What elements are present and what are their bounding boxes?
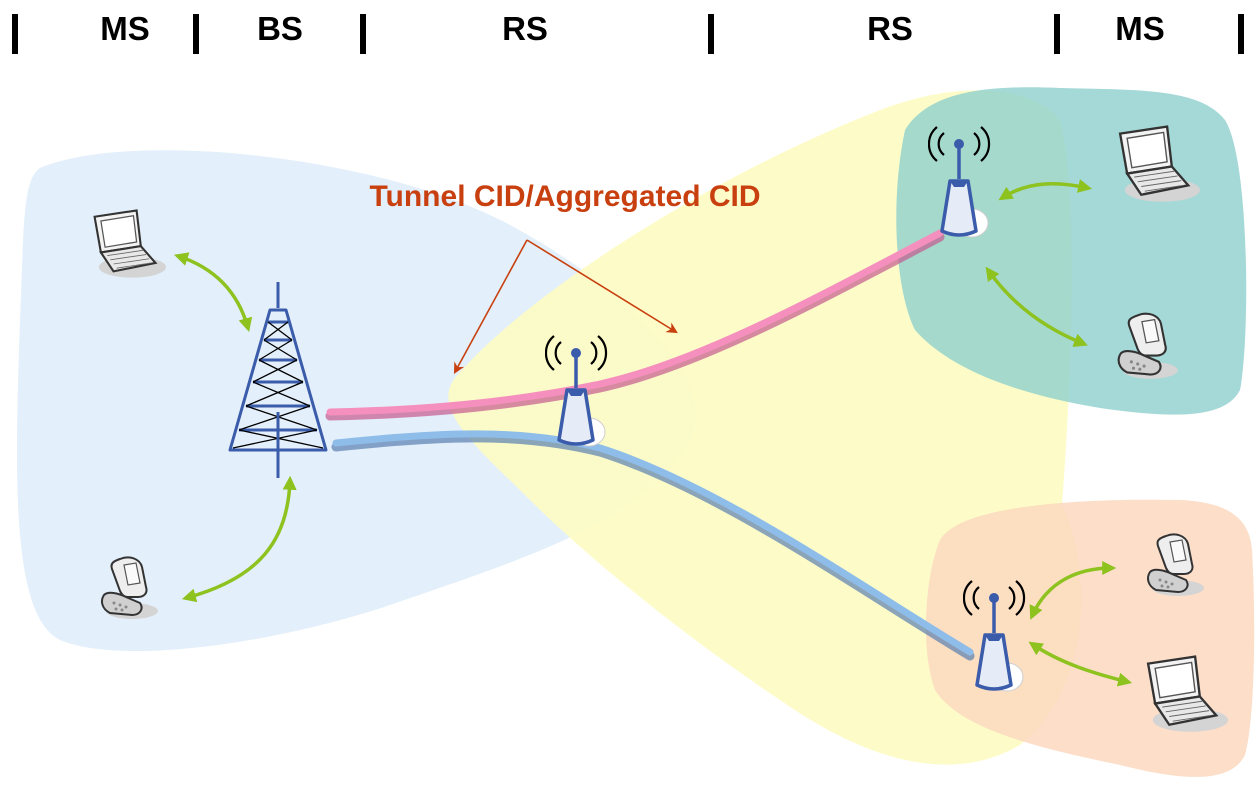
link-arrow-rs-to-laptop-bottom xyxy=(1028,641,1133,687)
pink-tunnel-shadow xyxy=(325,232,945,421)
header-separator xyxy=(193,14,199,54)
header-label-ms-left: MS xyxy=(100,10,150,47)
link-arrow-rs-to-phone-bottom xyxy=(1029,561,1117,620)
header-label-rs-2: RS xyxy=(867,10,913,47)
pink-tunnel xyxy=(326,229,944,416)
header-separator xyxy=(1238,14,1244,54)
blue-tunnel xyxy=(332,430,974,656)
callout-pointer-right xyxy=(526,239,678,334)
header-separator xyxy=(1054,14,1060,54)
callout-pointer-left xyxy=(453,239,528,374)
tunnel-cid-callout: Tunnel CID/Aggregated CID xyxy=(369,180,760,213)
header-label-ms-right: MS xyxy=(1115,10,1165,47)
base-station-tower-icon xyxy=(228,282,328,478)
header-separator xyxy=(12,14,18,54)
link-arrow-laptop-to-bs xyxy=(174,252,253,333)
link-arrow-rs-to-laptop xyxy=(998,179,1093,201)
header-label-bs: BS xyxy=(257,10,303,47)
header-separator xyxy=(360,14,366,54)
header-separator xyxy=(708,14,714,54)
header-label-rs-1: RS xyxy=(502,10,548,47)
link-arrow-rs-to-phone xyxy=(985,266,1088,347)
link-arrow-phone-to-bs xyxy=(181,475,297,603)
header-bar: MS BS RS RS MS xyxy=(0,0,1258,70)
